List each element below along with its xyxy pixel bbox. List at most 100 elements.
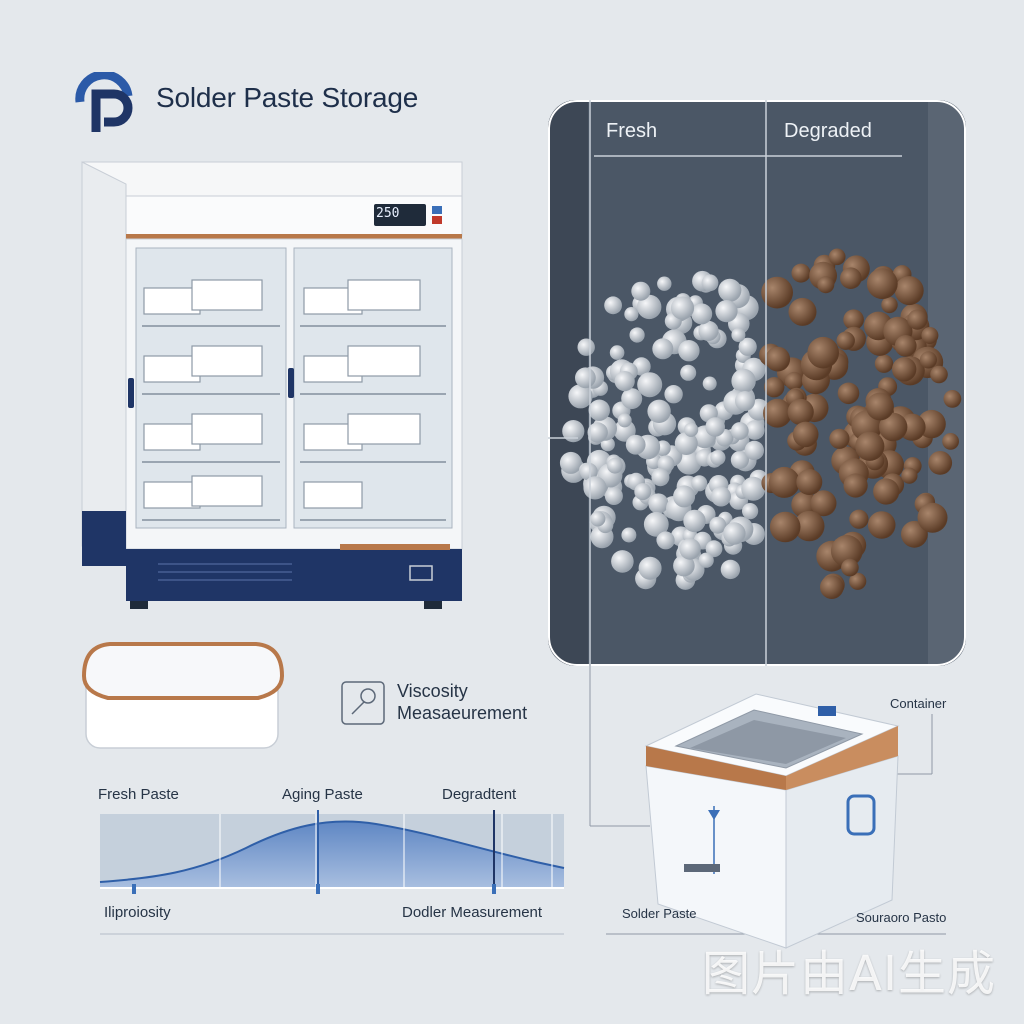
- storage-cabinet: [76, 156, 466, 612]
- degraded-solder-particle: [820, 575, 844, 599]
- degraded-solder-particle: [943, 390, 962, 408]
- degraded-label: Degraded: [784, 120, 872, 142]
- degraded-solder-particle: [764, 377, 785, 398]
- degraded-solder-particle: [769, 511, 801, 543]
- fresh-solder-sphere: [604, 487, 623, 505]
- fresh-solder-sphere: [617, 413, 632, 428]
- degraded-solder-particle: [881, 296, 898, 314]
- fresh-solder-sphere: [634, 483, 652, 501]
- fresh-solder-sphere: [684, 422, 699, 437]
- fresh-solder-sphere: [559, 451, 582, 474]
- fresh-solder-sphere: [643, 511, 669, 537]
- fresh-solder-sphere: [648, 493, 669, 514]
- fresh-solder-sphere: [609, 345, 625, 360]
- degraded-solder-particle: [796, 469, 823, 495]
- degraded-solder-particle: [765, 346, 791, 372]
- fresh-solder-sphere: [651, 468, 670, 487]
- fresh-solder-sphere: [691, 475, 708, 492]
- fresh-solder-sphere: [657, 455, 675, 473]
- fresh-solder-sphere: [720, 559, 741, 580]
- fresh-solder-sphere: [657, 276, 672, 291]
- degraded-solder-particle: [788, 297, 817, 326]
- fresh-solder-sphere: [711, 486, 731, 507]
- stage-fresh-label: Fresh Paste: [98, 786, 179, 803]
- fresh-solder-sphere: [698, 320, 719, 341]
- fresh-solder-sphere: [674, 432, 698, 455]
- fresh-solder-sphere: [701, 274, 719, 292]
- degraded-solder-particle: [843, 473, 868, 498]
- fresh-solder-sphere: [575, 367, 596, 389]
- fresh-solder-sphere: [698, 552, 714, 568]
- fresh-solder-sphere: [715, 300, 738, 323]
- fresh-solder-sphere: [625, 434, 646, 455]
- fresh-solder-sphere: [731, 328, 746, 342]
- fresh-solder-sphere: [738, 337, 757, 356]
- degraded-solder-particle: [892, 357, 917, 382]
- fresh-solder-sphere: [730, 422, 749, 440]
- degraded-solder-particle: [807, 336, 839, 369]
- fresh-solder-sphere: [611, 550, 634, 573]
- fresh-solder-sphere: [741, 476, 766, 501]
- timeline-bottom-left: Iliproiosity: [104, 904, 171, 921]
- degraded-solder-particle: [867, 511, 896, 539]
- fresh-solder-sphere: [604, 296, 622, 315]
- fresh-solder-sphere: [637, 294, 662, 320]
- fresh-label: Fresh: [606, 120, 658, 142]
- fresh-solder-sphere: [723, 522, 746, 545]
- fresh-solder-sphere: [577, 338, 595, 356]
- fresh-solder-sphere: [744, 440, 764, 461]
- fresh-solder-sphere: [607, 457, 623, 474]
- degraded-solder-particle: [794, 510, 825, 542]
- fresh-solder-sphere: [705, 417, 725, 437]
- fresh-solder-sphere: [637, 372, 663, 398]
- degraded-solder-particle: [879, 412, 908, 442]
- fresh-solder-sphere: [673, 485, 696, 508]
- fresh-solder-sphere: [652, 338, 674, 360]
- degraded-solder-particle: [810, 490, 837, 517]
- fresh-solder-sphere: [710, 450, 726, 466]
- fresh-solder-sphere: [702, 376, 717, 391]
- degraded-solder-particle: [768, 466, 800, 498]
- fresh-solder-sphere: [579, 462, 598, 481]
- fresh-solder-sphere: [562, 420, 585, 443]
- fresh-solder-sphere: [614, 371, 635, 392]
- temperature-readout: 250: [376, 206, 400, 221]
- degraded-solder-particle: [855, 431, 885, 461]
- fresh-solder-sphere: [631, 281, 651, 301]
- degraded-solder-particle: [792, 421, 819, 448]
- p-logo-icon: [74, 72, 140, 134]
- degraded-solder-particle: [840, 267, 862, 289]
- fresh-solder-sphere: [683, 509, 706, 533]
- fresh-solder-sphere: [588, 399, 610, 421]
- fresh-solder-sphere: [647, 399, 671, 423]
- fresh-solder-sphere: [705, 540, 723, 558]
- degraded-solder-particle: [787, 398, 814, 426]
- fresh-solder-sphere: [731, 368, 756, 394]
- fresh-solder-sphere: [730, 450, 749, 469]
- degraded-solder-particle: [837, 382, 860, 405]
- paste-callout-right: Souraoro Pasto: [856, 910, 947, 925]
- paste-tray: [80, 636, 286, 754]
- degraded-solder-particle: [917, 502, 948, 533]
- degraded-solder-particle: [849, 509, 869, 529]
- ai-generated-watermark: 图片由AI生成: [702, 946, 996, 1002]
- fresh-solder-sphere: [709, 516, 727, 534]
- degraded-solder-particle: [919, 351, 937, 369]
- fresh-solder-sphere: [670, 296, 695, 320]
- degraded-solder-particle: [921, 327, 939, 344]
- degraded-solder-particle: [830, 535, 863, 567]
- viscosity-label-line1: Viscosity: [397, 681, 468, 701]
- fresh-solder-sphere: [621, 527, 637, 543]
- degraded-solder-particle: [894, 335, 917, 357]
- container-callout: Container: [890, 696, 947, 711]
- fresh-solder-sphere: [656, 531, 675, 550]
- fresh-solder-sphere: [673, 554, 695, 577]
- viscosity-timeline: [96, 808, 568, 938]
- paste-comparison-photo: [548, 100, 966, 666]
- degraded-solder-particle: [784, 371, 804, 391]
- fresh-solder-sphere: [742, 503, 759, 520]
- degraded-solder-particle: [849, 572, 867, 590]
- degraded-solder-particle: [942, 433, 959, 450]
- stage-degraded-label: Degradtent: [442, 786, 517, 803]
- degraded-solder-particle: [874, 354, 894, 373]
